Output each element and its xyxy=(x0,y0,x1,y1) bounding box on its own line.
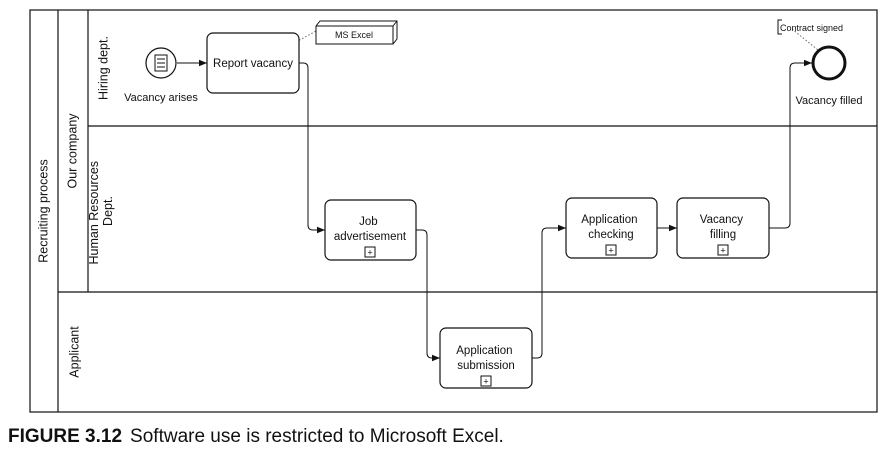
start-event xyxy=(145,47,177,79)
lane-label-company: Our company xyxy=(65,113,79,189)
flow-job-ad-to-submission xyxy=(416,229,440,362)
task-application-submission-line2: submission xyxy=(457,360,515,372)
start-event-label: Vacancy arises xyxy=(124,92,198,104)
task-vacancy-filling-box xyxy=(676,197,770,259)
end-event-label: Vacancy filled xyxy=(795,95,862,107)
task-application-submission: Application submission + xyxy=(439,327,533,389)
task-application-checking-line1: Application xyxy=(581,214,637,226)
association-report-excel xyxy=(295,29,319,43)
lane-label-hr-line1: Human Resources xyxy=(87,161,101,265)
subprocess-marker-box xyxy=(364,246,376,258)
task-application-checking-line2: checking xyxy=(588,229,633,241)
pool-label: Recruiting process xyxy=(36,159,50,263)
task-job-advertisement: Job advertisement + xyxy=(324,199,417,261)
annotation-contract-signed: Contract signed xyxy=(777,19,843,35)
task-report-vacancy-box xyxy=(206,32,300,94)
task-job-advertisement-line1: Job xyxy=(359,216,378,228)
task-job-advertisement-line2: advertisement xyxy=(334,231,407,243)
subprocess-marker-plus-icon: + xyxy=(483,377,488,387)
artifact-ms-excel-label: MS Excel xyxy=(335,30,373,40)
process-diagram: Recruiting process Our company Hiring de… xyxy=(29,9,878,413)
pool: Recruiting process Our company Hiring de… xyxy=(29,9,878,413)
flow-filling-to-end xyxy=(769,59,812,229)
task-vacancy-filling-label: Vacancy filling xyxy=(700,214,746,241)
annotation-bracket xyxy=(777,19,782,35)
task-application-submission-box xyxy=(439,327,533,389)
subprocess-marker-plus-icon: + xyxy=(720,246,725,256)
figure-caption: FIGURE 3.12 Software use is restricted to… xyxy=(8,426,504,448)
subprocess-marker-box xyxy=(717,244,729,256)
artifact-ms-excel-box xyxy=(315,20,398,45)
task-job-advertisement-label: Job advertisement xyxy=(334,216,407,243)
lane-label-applicant: Applicant xyxy=(67,326,81,378)
task-application-checking-label: Application checking xyxy=(581,214,640,241)
task-application-submission-label: Application submission xyxy=(456,345,515,372)
flow-submission-to-checking xyxy=(532,224,566,359)
task-application-checking: Application checking + xyxy=(565,197,658,259)
pool-border xyxy=(29,9,878,413)
figure-caption-text: Software use is restricted to Microsoft … xyxy=(130,426,504,447)
artifact-ms-excel: MS Excel xyxy=(315,20,398,45)
task-application-checking-box xyxy=(565,197,658,259)
lane-label-hr-line2: Dept. xyxy=(101,196,115,226)
task-job-advertisement-box xyxy=(324,199,417,261)
lane-label-hr: Human Resources Dept. xyxy=(87,158,115,265)
sequence-flows xyxy=(177,59,812,362)
task-vacancy-filling: Vacancy filling + xyxy=(676,197,770,259)
annotation-contract-signed-label: Contract signed xyxy=(780,23,843,33)
subprocess-marker-plus-icon: + xyxy=(367,248,372,258)
artifact-ms-excel-edge xyxy=(316,20,398,44)
task-vacancy-filling-line1: Vacancy xyxy=(700,214,744,226)
subprocess-marker-box xyxy=(480,375,492,387)
subprocess-marker-plus-icon: + xyxy=(608,246,613,256)
flow-report-to-job-ad xyxy=(299,62,325,234)
lane-label-hiring: Hiring dept. xyxy=(96,36,110,100)
associations xyxy=(295,28,819,51)
subprocess-marker-box xyxy=(605,244,617,256)
task-vacancy-filling-line2: filling xyxy=(710,229,736,241)
end-event xyxy=(811,45,847,81)
task-report-vacancy-label: Report vacancy xyxy=(213,58,293,70)
task-report-vacancy: Report vacancy xyxy=(206,32,300,94)
figure-number: FIGURE 3.12 xyxy=(8,426,123,447)
task-application-submission-line1: Application xyxy=(456,345,512,357)
